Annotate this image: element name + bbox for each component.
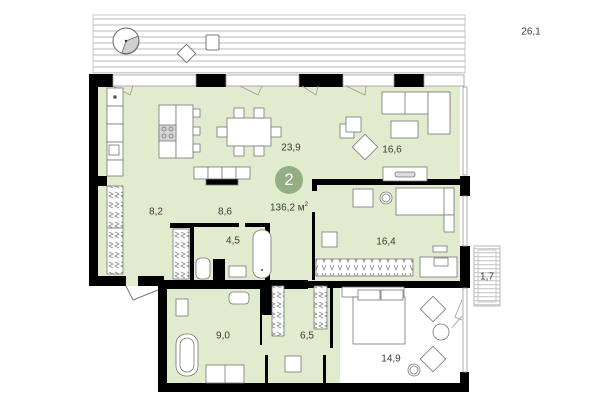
area-kitchen-dining: 23,9 xyxy=(281,142,301,154)
area-master-bedroom: 14,9 xyxy=(381,353,401,365)
armchair-living xyxy=(339,116,428,182)
total-area-unit: м2 xyxy=(297,202,309,214)
spiral-stair-icon xyxy=(112,27,140,55)
area-hall: 8,2 xyxy=(149,206,163,218)
terrace xyxy=(92,14,466,74)
apartment-number-badge: 2 xyxy=(275,166,303,194)
wardrobe-hall-2 xyxy=(106,227,124,275)
master-bedroom-furniture xyxy=(341,286,450,377)
wardrobe-bedroom xyxy=(315,258,414,277)
sofa xyxy=(381,91,451,139)
area-dressing: 6,5 xyxy=(300,330,314,342)
area-corridor: 8,6 xyxy=(218,206,232,218)
area-balcony: 1,7 xyxy=(480,271,494,283)
windows xyxy=(112,74,468,373)
total-area-value: 136,2 xyxy=(269,202,296,214)
total-area: 136,2 м2 xyxy=(270,202,308,213)
bench xyxy=(193,166,251,186)
area-bedroom: 16,4 xyxy=(376,236,396,248)
area-terrace: 26,1 xyxy=(521,26,541,38)
kitchen-island xyxy=(158,104,201,159)
wardrobe-corridor xyxy=(172,228,190,280)
dining-table xyxy=(216,107,282,157)
walls xyxy=(89,74,470,392)
bedroom-furniture xyxy=(321,187,458,278)
wardrobe-dressing-2 xyxy=(313,285,328,330)
small-bathroom-fixtures xyxy=(195,229,272,280)
master-bathroom-fixtures xyxy=(175,291,302,384)
balcony xyxy=(473,245,501,307)
entrance-door xyxy=(125,285,159,301)
wardrobe-dressing-1 xyxy=(271,285,285,337)
area-living-room: 16,6 xyxy=(382,144,402,156)
area-bathroom-master: 9,0 xyxy=(216,330,230,342)
area-bathroom-small: 4,5 xyxy=(226,235,240,247)
kitchen-counter xyxy=(106,87,124,177)
wardrobe-hall-1 xyxy=(106,185,124,229)
